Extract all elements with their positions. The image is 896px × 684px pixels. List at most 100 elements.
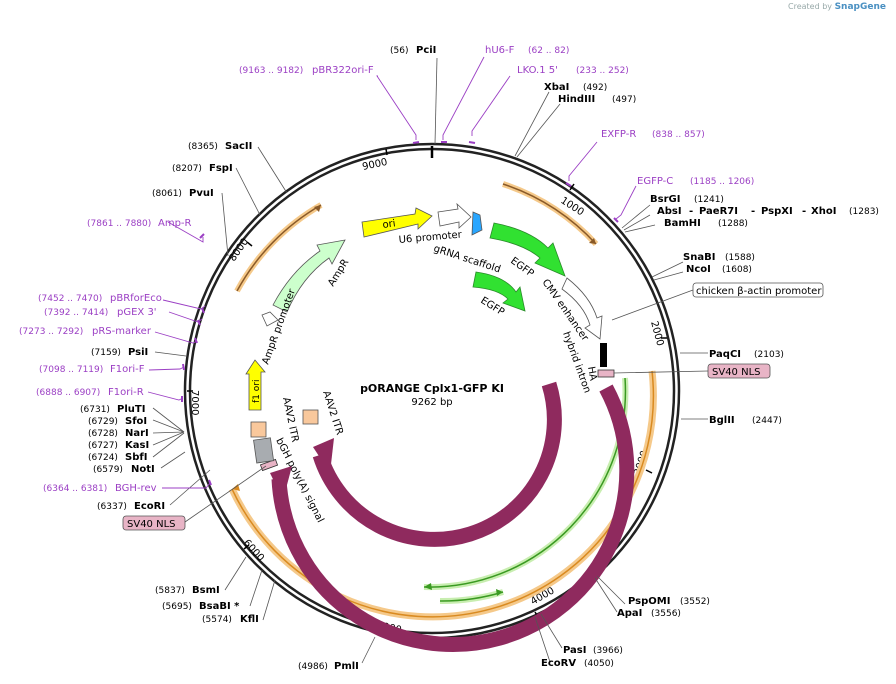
hybrid-intron-label: hybrid intron <box>560 330 592 394</box>
enzyme-position: (6727) <box>88 441 118 451</box>
enzyme-position: (6731) <box>80 405 110 415</box>
enzyme-position: (6337) <box>97 502 127 512</box>
primer-range: (7098 .. 7119) <box>39 365 103 375</box>
enzyme-label[interactable]: PluTI <box>117 404 145 415</box>
enzyme-label[interactable]: SbfI <box>125 452 147 463</box>
band-top-right-line <box>502 183 597 245</box>
egfp-feature-2 <box>472 271 526 312</box>
enzyme-label[interactable]: PciI <box>416 45 436 56</box>
enzyme-position: (3966) <box>593 646 623 656</box>
egfp-label-2: EGFP <box>478 295 506 318</box>
enzyme-label[interactable]: NcoI <box>686 264 711 275</box>
enzyme-label[interactable]: PvuI <box>189 188 214 199</box>
enzyme-position: (2103) <box>754 350 784 360</box>
primer-label[interactable]: pBR322ori-F <box>312 65 374 76</box>
primer-label[interactable]: pBRforEco <box>110 293 162 304</box>
u6-promoter-label: U6 promoter <box>398 229 463 246</box>
primer-range: (7452 .. 7470) <box>38 294 102 304</box>
enzyme-label[interactable]: BsmI <box>192 585 220 596</box>
primer-label[interactable]: EXFP-R <box>601 129 636 140</box>
enzyme-label[interactable]: AbsI <box>657 206 682 217</box>
primer-range: (233 .. 252) <box>576 66 629 76</box>
cas9-inner-arrowhead <box>313 438 334 473</box>
enzyme-position: (497) <box>612 95 636 105</box>
primer-label[interactable]: F1ori-F <box>110 364 145 375</box>
primer-label[interactable]: hU6-F <box>485 45 515 56</box>
enzyme-label[interactable]: EcoRV <box>541 658 576 669</box>
ha-label: HA <box>585 366 598 382</box>
enzyme-label[interactable]: SnaBI <box>683 252 715 263</box>
enzyme-label[interactable]: PaqCI <box>709 349 741 360</box>
enzyme-position: (492) <box>583 83 607 93</box>
enzyme-position: (1588) <box>725 253 755 263</box>
enzyme-position: (5837) <box>155 586 185 596</box>
cas9-outer-label: Cas9 <box>468 556 495 573</box>
primer-label[interactable]: BGH-rev <box>115 483 157 494</box>
primer-label[interactable]: LKO.1 5' <box>517 65 558 76</box>
chicken-promoter-box[interactable] <box>692 282 824 298</box>
green-band-outer <box>423 377 629 591</box>
primer-range: (1185 .. 1206) <box>690 177 754 187</box>
enzyme-label[interactable]: PaeR7I <box>699 206 738 217</box>
cas9-outer-feature <box>271 384 635 652</box>
primer-label[interactable]: F1ori-R <box>108 387 144 398</box>
enzyme-label[interactable]: BamHI <box>664 218 701 229</box>
enzyme-label[interactable]: SfoI <box>125 416 147 427</box>
enzyme-label[interactable]: NotI <box>131 464 155 475</box>
svg-text:-: - <box>689 206 693 217</box>
plasmid-name: pORANGE Cplx1-GFP KI <box>360 382 504 395</box>
ampr-label: AmpR <box>326 257 351 288</box>
enzyme-label[interactable]: PspOMI <box>628 596 670 607</box>
enzyme-label[interactable]: NarI <box>125 428 149 439</box>
primer-range: (6364 .. 6381) <box>43 484 107 494</box>
enzyme-label[interactable]: KasI <box>125 440 149 451</box>
enzyme-label[interactable]: BsrGI <box>650 194 680 205</box>
enzyme-label[interactable]: PspXI <box>761 206 793 217</box>
sv40-nls-leader-right <box>613 370 709 374</box>
grna-scaffold-label: gRNA scaffold <box>432 243 502 275</box>
enzyme-label[interactable]: ApaI <box>617 608 642 619</box>
enzyme-leader-lines <box>152 57 708 664</box>
sv40-nls-box-left[interactable] <box>122 515 186 531</box>
tick-label-8000: 8000 <box>227 237 251 264</box>
ori-label: ori <box>382 218 396 231</box>
primer-marks <box>181 141 619 486</box>
enzyme-label[interactable]: PasI <box>563 645 586 656</box>
cas9-outer-arrowhead <box>270 466 292 500</box>
enzyme-label[interactable]: BsaBI * <box>199 601 240 612</box>
enzyme-label[interactable]: PmlI <box>334 661 359 672</box>
grna-scaffold-feature <box>471 211 483 236</box>
enzyme-position: (6579) <box>93 465 123 475</box>
brand-name: SnapGene <box>834 2 886 12</box>
enzyme-position: (8061) <box>152 189 182 199</box>
enzyme-position: (1608) <box>722 265 752 275</box>
primer-label[interactable]: pGEX 3' <box>117 307 157 318</box>
sv40-nls-mark-right <box>597 369 615 378</box>
band-bottom-line <box>231 370 655 618</box>
primer-range: (7273 .. 7292) <box>19 327 83 337</box>
primer-label[interactable]: pRS-marker <box>92 326 152 337</box>
enzyme-position: (1241) <box>694 195 724 205</box>
sv40-nls-mark-left <box>259 458 279 472</box>
enzyme-label[interactable]: FspI <box>209 163 233 174</box>
enzyme-label[interactable]: EcoRI <box>134 501 165 512</box>
enzyme-label[interactable]: XbaI <box>544 82 569 93</box>
primer-leader-lines <box>147 56 637 489</box>
enzyme-label[interactable]: PsiI <box>128 347 148 358</box>
band-top-left <box>234 202 323 293</box>
green-band-outer-arrow <box>424 583 432 590</box>
plasmid-length: 9262 bp <box>411 397 452 408</box>
enzyme-label[interactable]: BglII <box>709 415 735 426</box>
u6-promoter-feature <box>437 202 472 229</box>
primer-range: (838 .. 857) <box>652 130 705 140</box>
enzyme-position: (8207) <box>172 164 202 174</box>
svg-text:-: - <box>802 206 806 217</box>
enzyme-label[interactable]: XhoI <box>811 206 836 217</box>
enzyme-label[interactable]: SacII <box>225 141 252 152</box>
primer-label[interactable]: EGFP-C <box>637 176 673 187</box>
egfp-feature-1 <box>489 222 566 277</box>
primer-label[interactable]: Amp-R <box>158 218 192 229</box>
enzyme-label[interactable]: HindIII <box>558 94 595 105</box>
enzyme-label[interactable]: KflI <box>240 614 259 625</box>
